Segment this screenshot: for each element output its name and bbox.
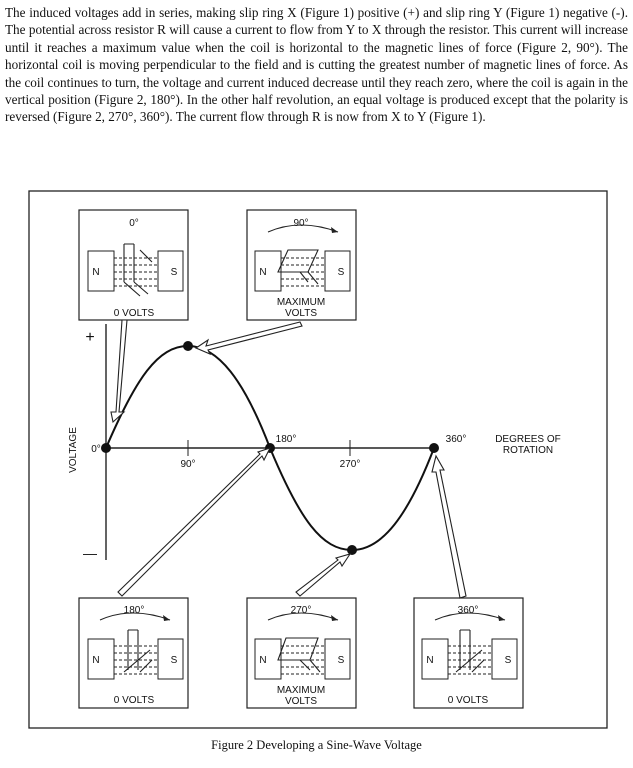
south-pole-label: S bbox=[338, 267, 345, 278]
north-pole-label: N bbox=[259, 655, 266, 666]
panel-360-degrees: 360° N S 0 VOLTS bbox=[413, 597, 524, 709]
panel-0-degrees: 0° N S 0 VOLTS bbox=[78, 209, 189, 321]
tick-label-360: 360° bbox=[446, 434, 467, 445]
north-pole-label: N bbox=[259, 267, 266, 278]
panel-90-degrees: 90° N S MAXIMUM VOLTS bbox=[246, 209, 357, 321]
origin-label: 0° bbox=[91, 444, 101, 455]
panel-angle-label: 0° bbox=[129, 218, 139, 229]
panel-voltage-label: MAXIMUM bbox=[277, 297, 325, 308]
panel-voltage-label: MAXIMUM bbox=[277, 685, 325, 696]
panel-angle-label: 90° bbox=[293, 218, 308, 229]
rotation-arrow-icon bbox=[267, 224, 339, 233]
tick-label-180: 180° bbox=[276, 434, 297, 445]
pointer-arrow-360 bbox=[431, 454, 467, 599]
y-axis-label: VOLTAGE bbox=[68, 427, 79, 473]
pointer-arrow-180 bbox=[117, 447, 272, 597]
rotation-arrow-icon bbox=[99, 612, 171, 621]
body-paragraph: The induced voltages add in series, maki… bbox=[5, 5, 628, 125]
panel-voltage-label: 0 VOLTS bbox=[448, 695, 489, 706]
x-axis-label-line2: ROTATION bbox=[503, 445, 553, 456]
rotation-arrow-icon bbox=[267, 612, 339, 621]
panel-voltage-label: 0 VOLTS bbox=[114, 695, 155, 706]
north-pole-label: N bbox=[92, 655, 99, 666]
point-0 bbox=[101, 443, 111, 453]
x-axis-label: DEGREES OF bbox=[495, 434, 561, 445]
panel-angle-label: 270° bbox=[291, 605, 312, 616]
point-360 bbox=[429, 443, 439, 453]
pointer-arrow-270 bbox=[295, 553, 352, 597]
panel-180-degrees: 180° N S 0 VOLTS bbox=[78, 597, 189, 709]
north-pole-label: N bbox=[426, 655, 433, 666]
panel-angle-label: 180° bbox=[124, 605, 145, 616]
south-pole-label: S bbox=[338, 655, 345, 666]
tick-label-90: 90° bbox=[180, 459, 195, 470]
rotation-arrow-icon bbox=[434, 612, 506, 621]
figure-caption: Figure 2 Developing a Sine-Wave Voltage bbox=[211, 738, 422, 752]
panel-voltage-unit: VOLTS bbox=[285, 696, 317, 707]
pointer-arrow-0 bbox=[110, 319, 128, 424]
south-pole-label: S bbox=[171, 267, 178, 278]
point-90 bbox=[183, 341, 193, 351]
pointer-arrow-90 bbox=[194, 321, 303, 356]
panel-angle-label: 360° bbox=[458, 605, 479, 616]
negative-sign: — bbox=[83, 545, 97, 561]
south-pole-label: S bbox=[505, 655, 512, 666]
south-pole-label: S bbox=[171, 655, 178, 666]
panel-voltage-label: 0 VOLTS bbox=[114, 308, 155, 319]
north-pole-label: N bbox=[92, 267, 99, 278]
point-270 bbox=[347, 545, 357, 555]
figure-border bbox=[28, 190, 608, 729]
tick-label-270: 270° bbox=[340, 459, 361, 470]
panel-270-degrees: 270° N S MAXIMUM VOLTS bbox=[246, 597, 357, 709]
positive-sign: + bbox=[85, 329, 94, 346]
panel-voltage-unit: VOLTS bbox=[285, 308, 317, 319]
